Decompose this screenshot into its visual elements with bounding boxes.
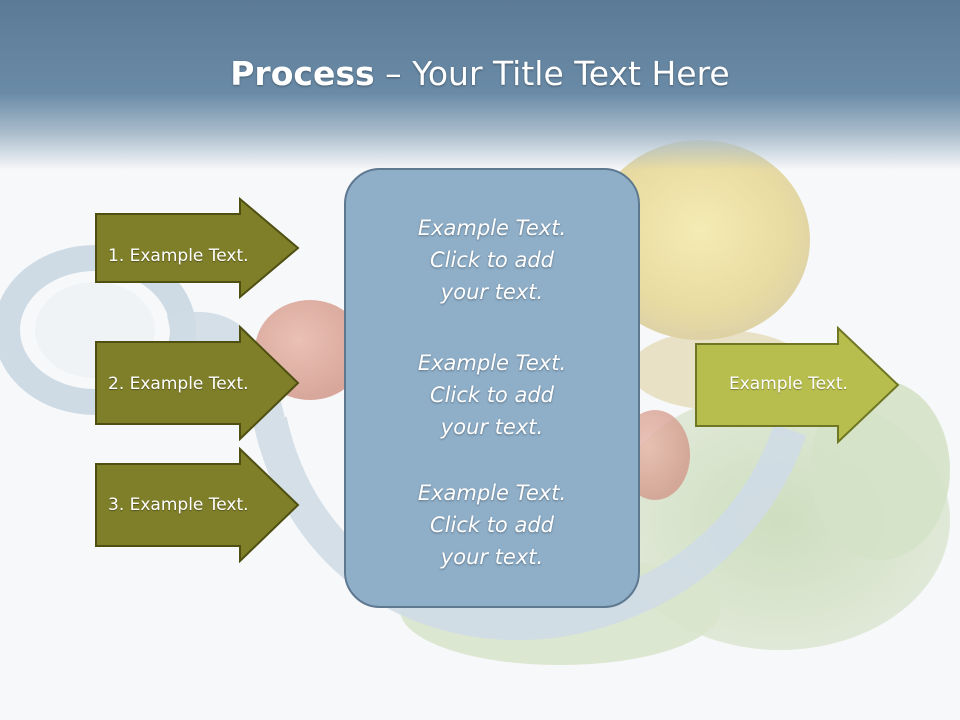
step-arrow-3 bbox=[95, 447, 300, 563]
title-bold: Process bbox=[230, 54, 375, 93]
slide-title: Process – Your Title Text Here bbox=[0, 52, 960, 96]
step-arrow-2 bbox=[95, 325, 300, 441]
center-paragraph-1: Example Text. Click to add your text. bbox=[417, 216, 567, 304]
step-label-1: 1. Example Text. bbox=[108, 246, 249, 266]
step-arrow-1 bbox=[95, 197, 300, 299]
header-band bbox=[0, 0, 960, 170]
center-paragraph-2: Example Text. Click to add your text. bbox=[417, 351, 567, 439]
output-arrow bbox=[695, 326, 900, 444]
step-label-3: 3. Example Text. bbox=[108, 495, 249, 515]
step-label-2: 2. Example Text. bbox=[108, 374, 249, 394]
center-paragraph-3: Example Text. Click to add your text. bbox=[417, 481, 567, 569]
center-text-box[interactable] bbox=[344, 168, 640, 608]
title-rest: – Your Title Text Here bbox=[374, 54, 730, 93]
output-label: Example Text. bbox=[729, 374, 848, 394]
